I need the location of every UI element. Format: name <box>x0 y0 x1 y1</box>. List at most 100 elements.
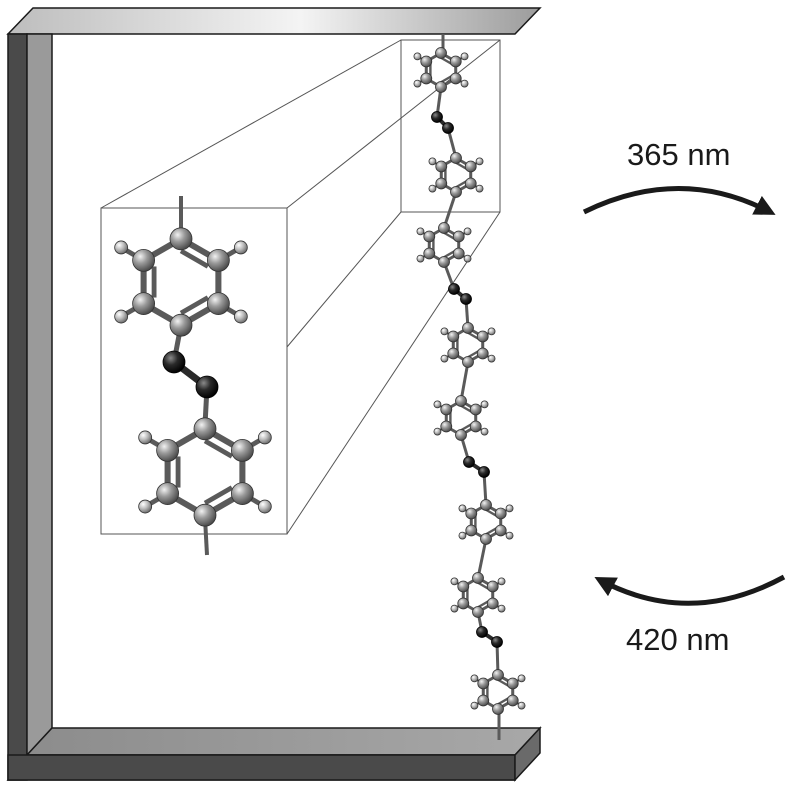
double-bond <box>497 678 510 687</box>
double-bond <box>443 231 456 240</box>
hydrogen-atom <box>470 701 479 710</box>
carbon-atom <box>477 694 490 707</box>
double-bond <box>440 75 453 84</box>
carbon-atom <box>156 482 180 505</box>
carbon-atom <box>132 292 156 315</box>
double-bond <box>477 581 490 590</box>
double-bond <box>477 600 490 609</box>
carbon-atom <box>449 72 462 85</box>
double-bond <box>497 697 510 706</box>
nitrogen-atom <box>478 466 490 478</box>
carbon-atom <box>169 227 193 251</box>
floor-side-face <box>514 726 541 782</box>
hydrogen-atom <box>497 577 506 586</box>
hydrogen-atom <box>413 52 422 61</box>
double-bond <box>203 438 234 459</box>
carbon-atom <box>452 230 465 243</box>
nitrogen-atom <box>476 626 488 638</box>
carbon-atom <box>435 81 447 93</box>
nitrogen-atom <box>448 283 460 295</box>
carbon-atom <box>423 247 436 260</box>
curved-arrow-left-icon <box>594 574 786 606</box>
carbon-atom <box>457 580 470 593</box>
hydrogen-atom <box>233 309 248 324</box>
hydrogen-atom <box>517 674 526 683</box>
bond <box>442 191 458 229</box>
double-bond <box>440 56 453 65</box>
hydrogen-atom <box>257 430 272 445</box>
carbon-atom <box>472 572 484 584</box>
reverse-wavelength-label: 420 nm <box>626 622 730 657</box>
nitrogen-atom <box>491 636 503 648</box>
carbon-atom <box>420 72 433 85</box>
carbon-atom <box>447 330 460 343</box>
forward-wavelength-label: 365 nm <box>627 137 731 172</box>
floor-top-face <box>25 727 542 756</box>
left-wall-bevel <box>26 33 53 757</box>
carbon-atom <box>506 694 519 707</box>
hydrogen-atom <box>440 354 449 363</box>
carbon-atom <box>206 249 230 272</box>
nitrogen-atom <box>442 122 454 134</box>
carbon-atom <box>465 507 478 520</box>
carbon-atom <box>435 47 447 59</box>
carbon-atom <box>450 186 462 198</box>
hydrogen-atom <box>450 604 459 613</box>
nitrogen-atom <box>463 456 475 468</box>
carbon-atom <box>447 347 460 360</box>
carbon-atom <box>486 580 499 593</box>
carbon-atom <box>438 256 450 268</box>
hydrogen-atom <box>233 240 248 255</box>
hydrogen-atom <box>497 604 506 613</box>
double-bond <box>485 508 498 517</box>
hydrogen-atom <box>433 400 442 409</box>
carbon-atom <box>476 330 489 343</box>
carbon-atom <box>457 597 470 610</box>
carbon-atom <box>452 247 465 260</box>
carbon-atom <box>435 177 448 190</box>
double-bond <box>179 248 210 269</box>
hydrogen-atom <box>433 427 442 436</box>
hydrogen-atom <box>114 309 129 324</box>
carbon-atom <box>455 429 467 441</box>
double-bond <box>179 295 210 316</box>
hydrogen-atom <box>460 52 469 61</box>
carbon-atom <box>480 499 492 511</box>
top-plate <box>6 7 542 35</box>
carbon-atom <box>440 403 453 416</box>
carbon-atom <box>464 160 477 173</box>
hydrogen-atom <box>460 79 469 88</box>
hydrogen-atom <box>416 227 425 236</box>
hydrogen-atom <box>480 400 489 409</box>
carbon-atom <box>132 249 156 272</box>
nitrogen-atom <box>460 293 472 305</box>
hydrogen-atom <box>458 504 467 513</box>
carbon-atom <box>477 677 490 690</box>
carbon-atom <box>193 417 217 441</box>
carbon-atom <box>193 503 217 527</box>
nitrogen-atom <box>195 375 219 399</box>
carbon-atom <box>420 55 433 68</box>
hydrogen-atom <box>505 504 514 513</box>
carbon-atom <box>462 322 474 334</box>
substrate-frame <box>6 7 542 782</box>
carbon-atom <box>480 533 492 545</box>
carbon-atom <box>465 524 478 537</box>
carbon-atom <box>423 230 436 243</box>
carbon-atom <box>435 160 448 173</box>
hydrogen-atom <box>475 157 484 166</box>
double-bond <box>467 350 480 359</box>
zoom-target-box <box>100 207 288 535</box>
hydrogen-atom <box>138 430 153 445</box>
left-wall-face <box>7 33 28 781</box>
carbon-atom <box>450 152 462 164</box>
carbon-atom <box>492 669 504 681</box>
carbon-atom <box>469 403 482 416</box>
hydrogen-atom <box>114 240 129 255</box>
azobenzene-chain <box>413 34 526 740</box>
hydrogen-atom <box>413 79 422 88</box>
hydrogen-atom <box>487 354 496 363</box>
hydrogen-atom <box>517 701 526 710</box>
double-bond <box>455 161 468 170</box>
